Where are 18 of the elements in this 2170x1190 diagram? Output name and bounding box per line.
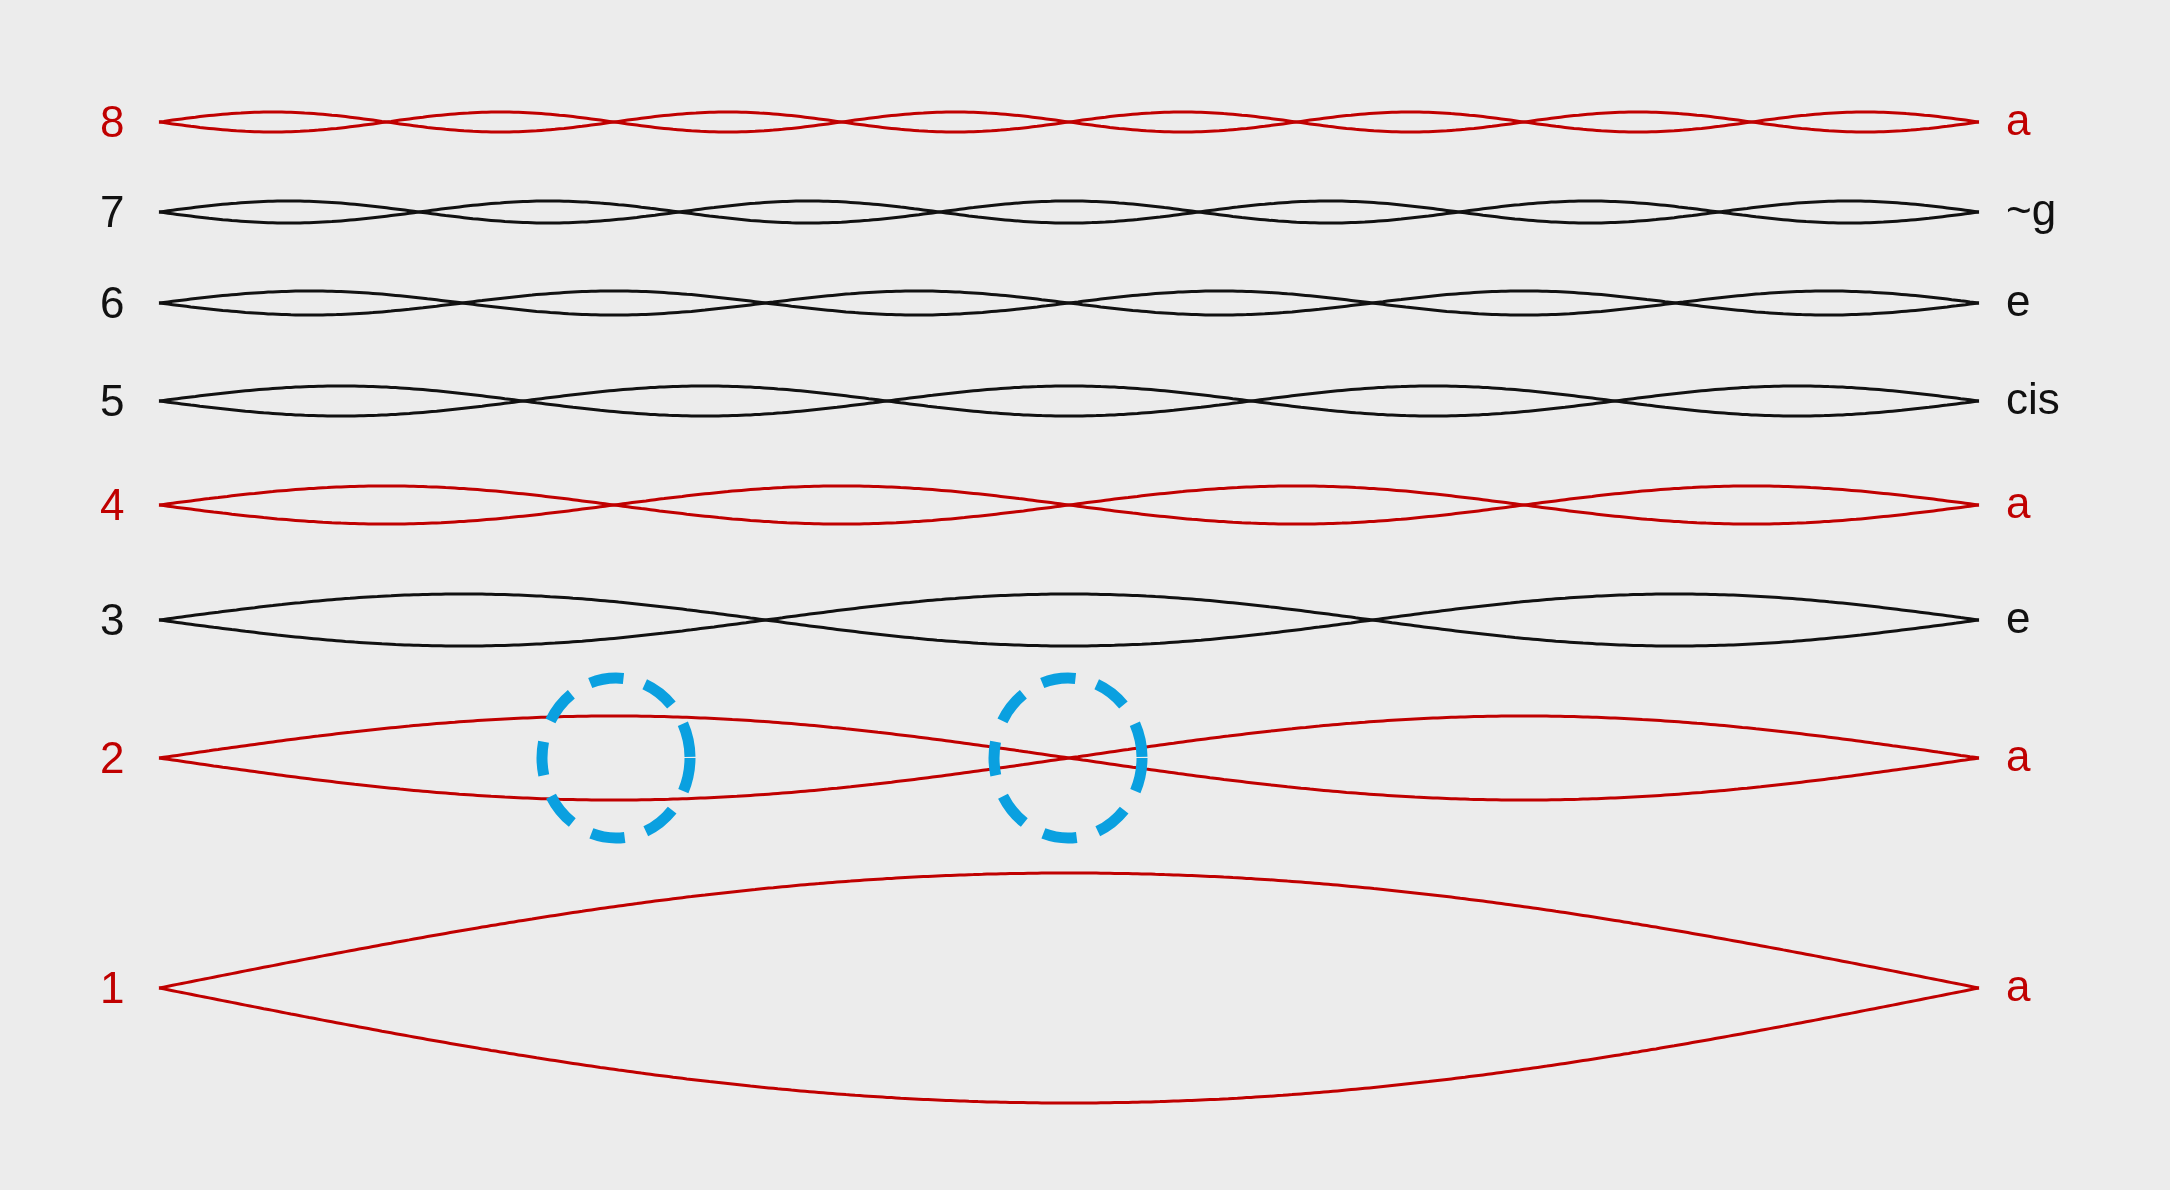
note-name: a	[2006, 98, 2031, 142]
note-name: cis	[2006, 377, 2060, 421]
harmonic-number: 1	[100, 966, 125, 1010]
harmonic-number: 7	[100, 190, 125, 234]
note-name: e	[2006, 596, 2031, 640]
note-name: a	[2006, 481, 2031, 525]
note-name: ~g	[2006, 188, 2057, 232]
harmonic-number: 4	[100, 483, 125, 527]
harmonic-number: 8	[100, 100, 125, 144]
harmonic-number: 5	[100, 379, 125, 423]
harmonic-number: 6	[100, 281, 125, 325]
note-name: a	[2006, 734, 2031, 778]
note-name: e	[2006, 279, 2031, 323]
harmonic-number: 3	[100, 598, 125, 642]
harmonic-number: 2	[100, 736, 125, 780]
note-name: a	[2006, 964, 2031, 1008]
dashed-circle-marker	[536, 672, 696, 844]
dashed-circle-marker	[988, 672, 1148, 844]
